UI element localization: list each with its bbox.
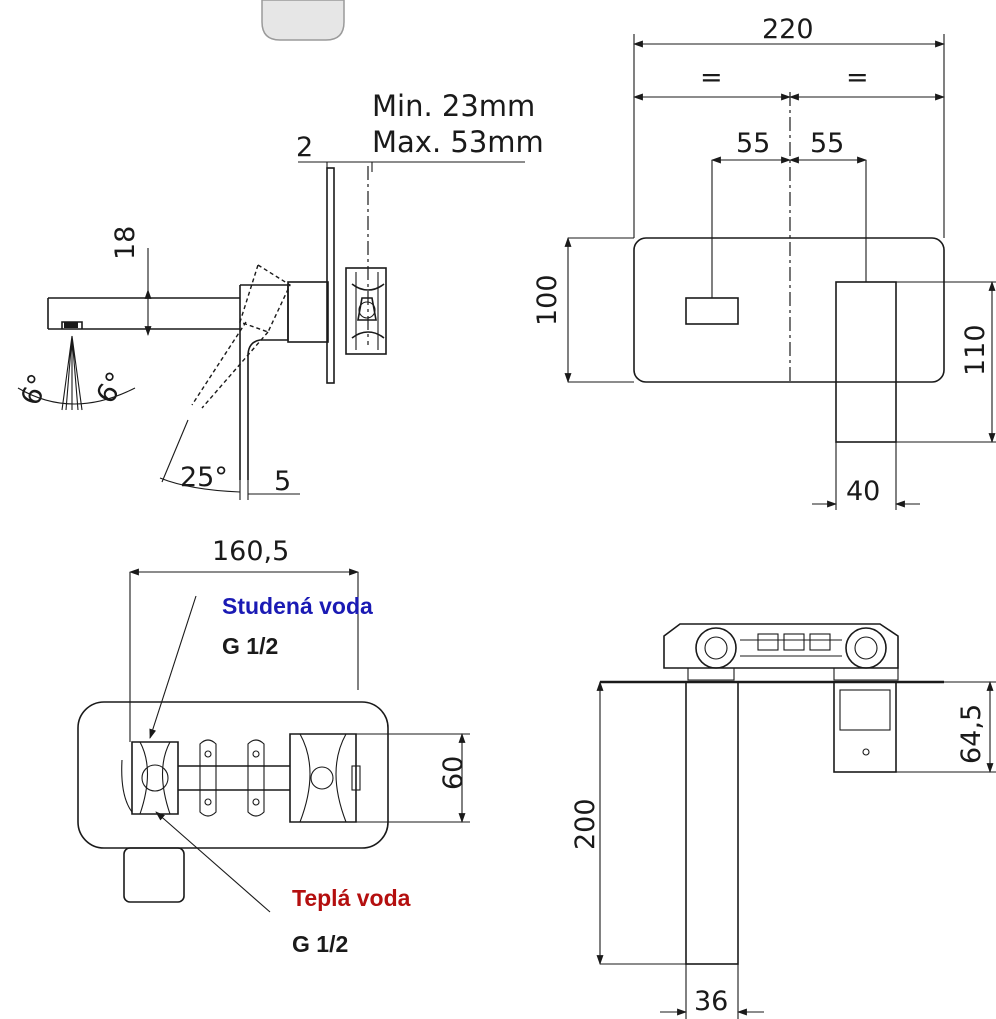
front-view <box>564 34 996 510</box>
hot-water-label: Teplá voda <box>292 885 411 911</box>
side-view <box>17 161 525 500</box>
dim-lever-offset: 5 <box>274 466 291 497</box>
product-thumbnail <box>261 0 345 41</box>
min-depth-note: Min. 23mm <box>372 89 535 123</box>
dim-spout-height: 18 <box>110 226 141 260</box>
dim-lever-depth: 64,5 <box>956 704 987 764</box>
cold-water-thread: G 1/2 <box>222 633 278 659</box>
cold-water-label: Studená voda <box>222 593 373 619</box>
max-depth-note: Max. 53mm <box>372 125 544 159</box>
body-view <box>77 568 470 913</box>
dim-equal-right: = <box>846 62 869 93</box>
dim-body-height: 60 <box>438 756 469 790</box>
dim-lever-height: 110 <box>960 324 991 376</box>
angle-right: 6° <box>90 367 132 409</box>
dim-lever-width: 40 <box>846 476 880 507</box>
dim-offset-right: 55 <box>810 128 844 159</box>
dim-total-width: 220 <box>762 14 814 45</box>
dim-plate-height: 100 <box>532 274 563 326</box>
dim-spout-width: 36 <box>694 986 728 1017</box>
dim-offset-left: 55 <box>736 128 770 159</box>
dim-body-length: 160,5 <box>212 536 289 567</box>
dim-equal-left: = <box>700 62 723 93</box>
dim-spout-depth: 200 <box>570 798 601 850</box>
valve-body-top <box>663 623 899 681</box>
top-view <box>596 623 996 1019</box>
angle-lever: 25° <box>180 462 228 493</box>
hot-water-thread: G 1/2 <box>292 931 348 957</box>
angle-left: 6° <box>15 370 55 409</box>
dim-plate-thickness: 2 <box>296 132 313 163</box>
